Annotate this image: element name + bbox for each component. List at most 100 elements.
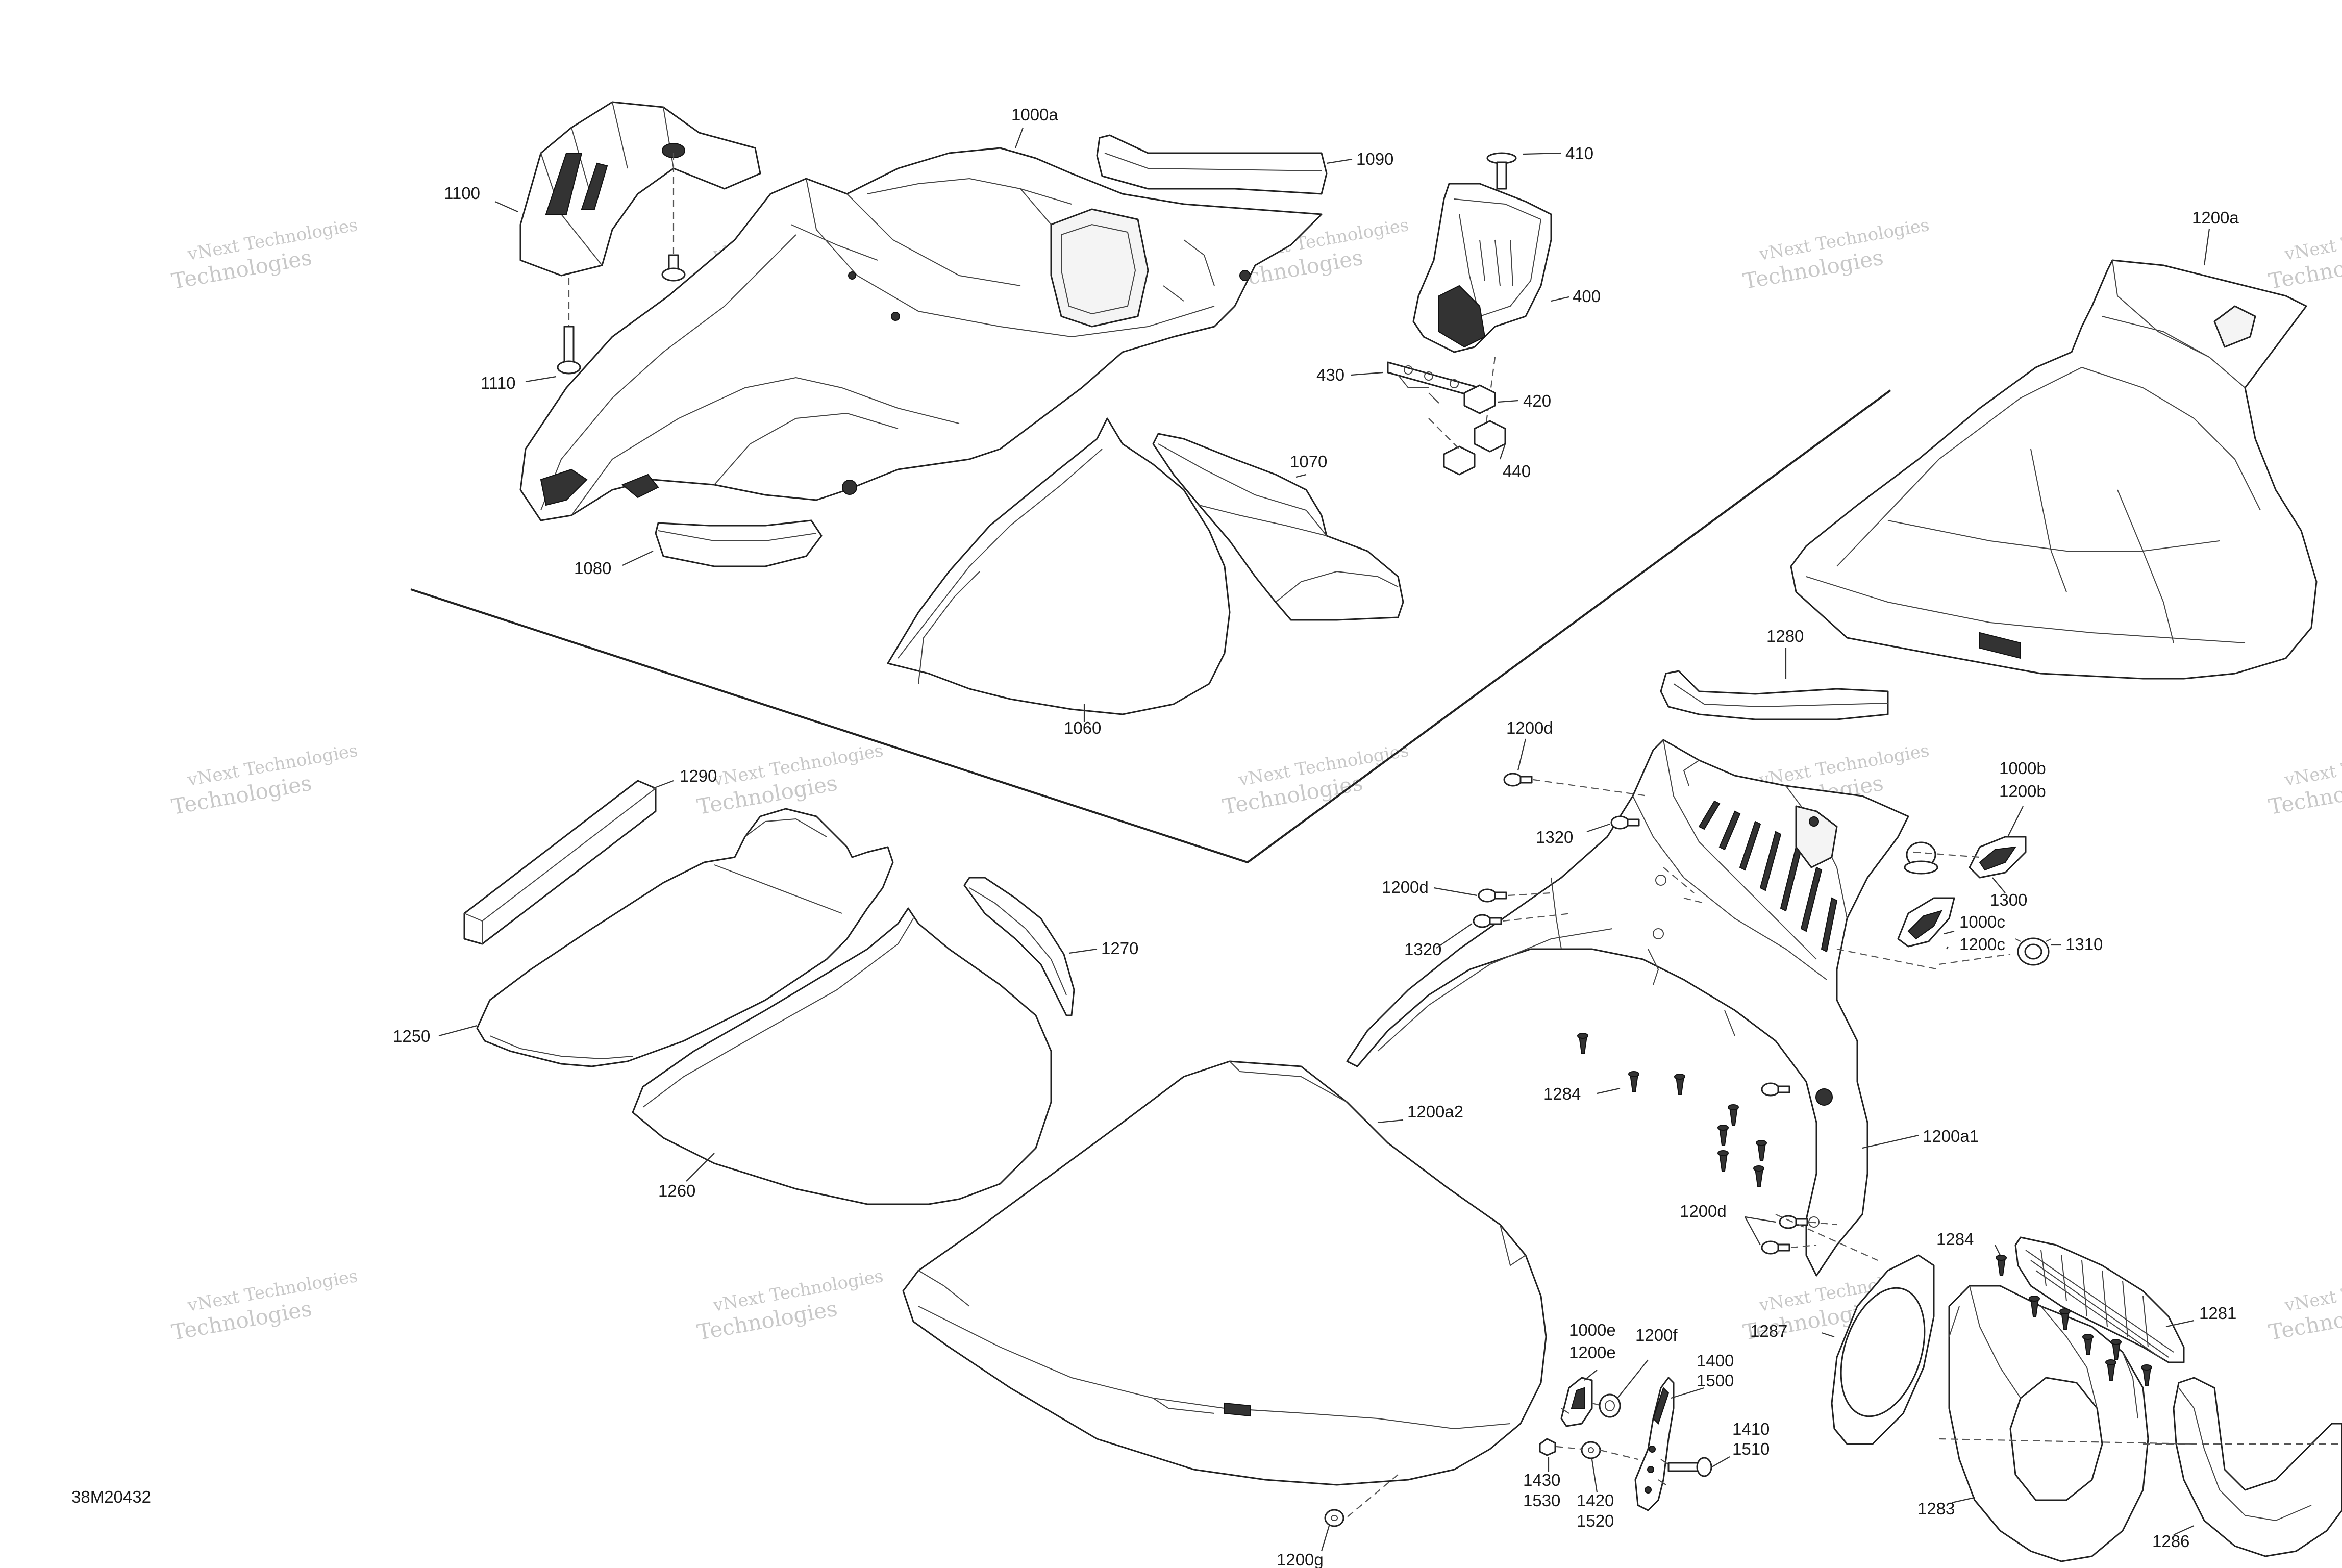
callout-1200d-low: 1200d <box>1680 1202 1727 1221</box>
part-1280-strip <box>1660 670 1889 720</box>
callout-1520: 1520 <box>1577 1511 1614 1530</box>
callout-1200b: 1200b <box>1999 782 2046 801</box>
fastener-1320 <box>1610 815 1640 830</box>
part-1410-screw <box>1667 1457 1712 1477</box>
callout-1000b: 1000b <box>1999 759 2046 778</box>
callout-1200e: 1200e <box>1569 1343 1616 1362</box>
watermark: vNext Technologies Technologies <box>1741 215 1931 294</box>
part-1286-duct <box>2173 1377 2342 1557</box>
callout-labels: 1000a 1090 410 1100 400 1110 430 420 440… <box>71 105 2239 1568</box>
callout-420: 420 <box>1523 391 1551 410</box>
callout-1090: 1090 <box>1356 150 1393 168</box>
drawing-id: 38M20432 <box>71 1487 151 1506</box>
watermark: vNext Technologies Technologies <box>170 740 360 819</box>
part-420-nut <box>1463 384 1496 414</box>
part-1200a1-side-bracket <box>1346 739 1909 1277</box>
callout-1000c: 1000c <box>1959 912 2005 931</box>
watermark: vNext Technologies Technologies <box>2267 740 2342 819</box>
part-1420-washer <box>1581 1441 1601 1459</box>
part-1260-panel <box>632 907 1052 1205</box>
part-1200f-grommet <box>1599 1393 1621 1418</box>
fastener-1320 <box>1473 914 1502 928</box>
part-1281-grille <box>2014 1236 2185 1363</box>
callout-1420: 1420 <box>1577 1491 1614 1510</box>
part-1200a2-side-panel <box>902 1060 1547 1486</box>
callout-1510: 1510 <box>1732 1439 1770 1458</box>
part-1400-latch <box>1634 1377 1675 1511</box>
callout-1283: 1283 <box>1917 1499 1955 1518</box>
watermark: vNext Technologies Technologies <box>2267 1266 2342 1345</box>
part-1283-duct-housing <box>1948 1285 2149 1562</box>
part-1060-panel <box>887 417 1231 715</box>
callout-1310: 1310 <box>2065 935 2103 954</box>
part-1000e-clip <box>1560 1377 1593 1427</box>
callout-1200a: 1200a <box>2192 208 2239 227</box>
callout-1286: 1286 <box>2152 1532 2189 1551</box>
part-1100-bracket <box>519 101 761 277</box>
part-1287-ring <box>1831 1254 1935 1445</box>
callout-1200a1: 1200a1 <box>1923 1127 1979 1146</box>
callout-1200a2: 1200a2 <box>1407 1102 1463 1121</box>
callout-1300: 1300 <box>1990 890 2027 909</box>
part-1070-block <box>1152 433 1404 621</box>
callout-1270: 1270 <box>1101 939 1138 958</box>
callout-1260: 1260 <box>658 1181 695 1200</box>
callout-1060: 1060 <box>1064 718 1101 737</box>
part-1000c-cover <box>1897 897 1955 948</box>
callout-1281: 1281 <box>2199 1304 2236 1323</box>
callout-1000e: 1000e <box>1569 1321 1616 1339</box>
leader-lines <box>438 127 2210 1552</box>
part-1110-screw <box>557 326 581 375</box>
callout-400: 400 <box>1573 287 1601 306</box>
part-1270-strip <box>963 877 1075 1016</box>
fastener-1200d <box>1478 888 1507 903</box>
fastener-1200d-pair <box>1761 1082 1808 1255</box>
part-1290-foam-bar <box>463 780 657 945</box>
part-1310-grommet <box>2015 937 2052 966</box>
callout-1250: 1250 <box>393 1027 430 1046</box>
fastener-1200d <box>1503 773 1533 787</box>
callout-430: 430 <box>1316 365 1344 384</box>
watermark: vNext Technologies Technologies <box>170 215 360 294</box>
part-1200g-washer <box>1324 1509 1344 1527</box>
callout-1200g: 1200g <box>1277 1550 1324 1568</box>
part-1300-grommet <box>1904 841 1938 875</box>
part-1430-nut <box>1539 1438 1556 1456</box>
part-1000b-cover <box>1969 836 2027 879</box>
watermark: vNext Technologies Technologies <box>1221 740 1411 819</box>
callout-1530: 1530 <box>1523 1491 1560 1510</box>
part-1200a-side-panel <box>1790 259 2318 680</box>
callout-1284-mid: 1284 <box>1543 1084 1581 1103</box>
callout-1410: 1410 <box>1732 1420 1770 1438</box>
watermark: vNext Technologies Technologies <box>695 1266 885 1345</box>
callout-440: 440 <box>1503 462 1531 481</box>
callout-1000a: 1000a <box>1011 105 1058 124</box>
fastener-1284-group <box>1577 1033 1767 1187</box>
callout-1320-mid: 1320 <box>1404 940 1441 959</box>
callout-1287: 1287 <box>1750 1322 1787 1340</box>
callout-1290: 1290 <box>680 766 717 785</box>
callout-1110: 1110 <box>481 374 516 392</box>
callout-410: 410 <box>1565 144 1593 163</box>
watermark: vNext Technologies Technologies <box>2267 215 2342 294</box>
part-410-screw <box>1486 152 1517 190</box>
callout-1400: 1400 <box>1697 1351 1734 1370</box>
part-1080-strip <box>655 519 823 567</box>
callout-1100: 1100 <box>444 184 480 203</box>
callout-1200d-top: 1200d <box>1506 718 1553 737</box>
part-1000a-nose-panel <box>519 147 1323 521</box>
group-separator-line <box>410 389 1891 864</box>
callout-1500: 1500 <box>1697 1371 1734 1390</box>
part-440-nut <box>1443 420 1506 476</box>
callout-1080: 1080 <box>574 559 611 578</box>
watermark: vNext Technologies Technologies <box>695 740 885 819</box>
callout-1200d-mid: 1200d <box>1382 878 1429 897</box>
part-400-vent-housing <box>1412 183 1552 353</box>
callout-1284-low: 1284 <box>1936 1230 1974 1249</box>
callout-1320-top: 1320 <box>1536 828 1573 847</box>
screw <box>661 254 686 282</box>
callout-1200f: 1200f <box>1635 1326 1678 1345</box>
callout-1280: 1280 <box>1766 627 1804 645</box>
part-1090-strip <box>1096 134 1328 195</box>
